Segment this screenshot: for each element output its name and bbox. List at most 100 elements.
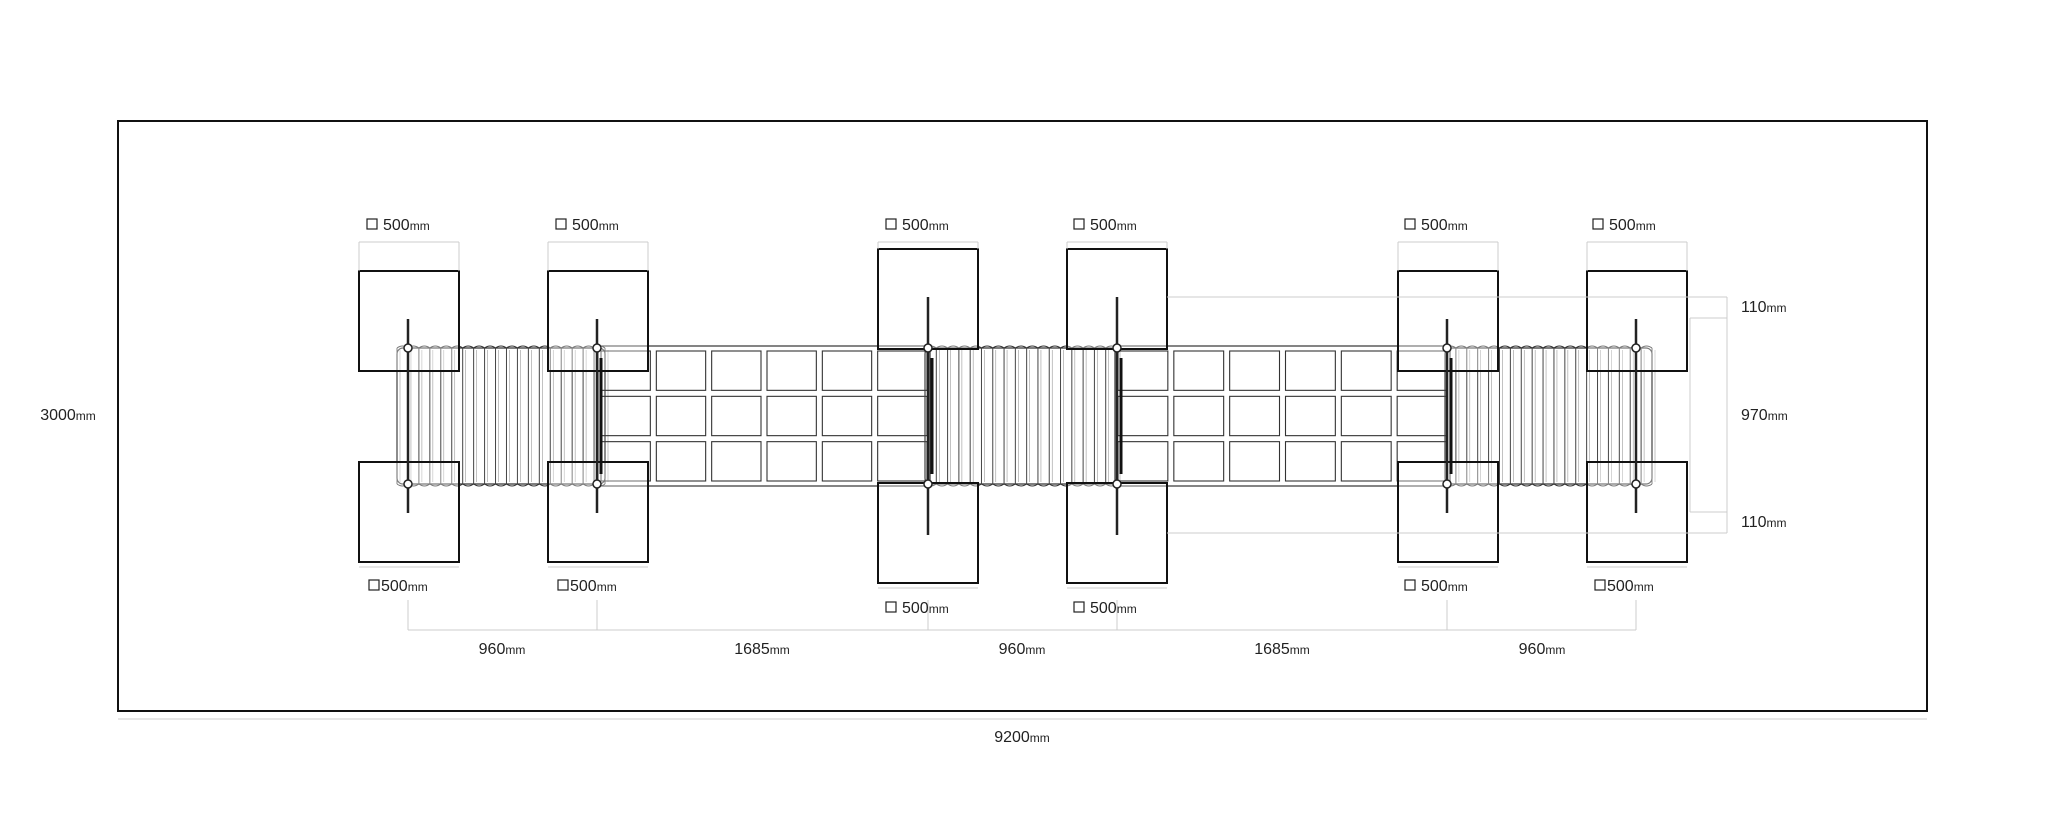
- bench-grid-2-tile: [1229, 350, 1281, 391]
- bench-ribbed-2-scallop-bottom: [936, 483, 948, 487]
- bench-grid-1-tile: [655, 350, 707, 391]
- bench-ribbed-3-scallop-bottom: [1640, 483, 1653, 487]
- post-label-bottom-1: 500mm: [368, 578, 428, 595]
- bench-ribbed-3-scallop-top: [1553, 345, 1566, 349]
- overall-width-label: 9200mm: [994, 729, 1050, 746]
- svg-text:500mm: 500mm: [381, 578, 428, 595]
- spacing-dimension-labels: 960mm 1685mm 960mm 1685mm 960mm: [479, 641, 1566, 658]
- bench-ribbed-3-scallop-top: [1640, 345, 1653, 349]
- bench-ribbed-2-outline: [924, 347, 1118, 485]
- bench-ribbed-3-scallop-bottom: [1466, 483, 1478, 487]
- bench-ribbed-1-scallop-bottom: [440, 483, 453, 487]
- dimension-lines: [358, 241, 1728, 631]
- bench-grid-1-tile: [600, 395, 651, 437]
- post-squares: [358, 248, 1688, 584]
- joint-bottom-4: [1112, 479, 1122, 489]
- svg-text:500mm: 500mm: [1607, 578, 1654, 595]
- bench-ribbed-3-scallop-top: [1466, 345, 1478, 349]
- spacing-label-5: 960mm: [1519, 641, 1566, 658]
- bench-grid-2-tile: [1229, 441, 1281, 482]
- bench-ribbed-3-scallop-top: [1619, 345, 1631, 349]
- post-label-bottom-2: 500mm: [557, 578, 617, 595]
- bench-ribbed-2-scallop-top: [1094, 345, 1106, 349]
- bench-ribbed-2-scallop-bottom: [1094, 483, 1106, 487]
- bench-grid-2-tile: [1173, 441, 1225, 482]
- bench-ribbed-3-scallop-bottom: [1499, 483, 1511, 487]
- bench-ribbed-1-scallop-top: [473, 345, 485, 349]
- joint-bottom-3: [923, 479, 933, 489]
- bench-grid-2-tile: [1117, 350, 1169, 391]
- bench-grid-1-tile: [655, 395, 707, 437]
- post-size-labels-bottom: 500mm 500mm 500mm 500mm 500mm 500mm: [368, 578, 1654, 617]
- bench-ribbed-2-scallop-bottom: [969, 483, 982, 487]
- bench-grid-2-tile: [1340, 350, 1392, 391]
- post-label-top-1: 500mm: [366, 217, 430, 234]
- joint-top-2: [592, 343, 602, 353]
- bench-ribbed-3-scallop-top: [1477, 345, 1489, 349]
- overall-depth-label: 3000mm: [40, 407, 96, 424]
- bench-ribbed-1-scallop-bottom: [560, 483, 573, 487]
- spacing-label-2: 1685mm: [734, 641, 790, 658]
- bench-ribbed-2-scallop-top: [1003, 345, 1016, 349]
- spacing-label-3: 960mm: [999, 641, 1046, 658]
- bench-ribbed-1-scallop-bottom: [571, 483, 584, 487]
- joint-top-5: [1442, 343, 1452, 353]
- bench-ribbed-3-scallop-bottom: [1619, 483, 1631, 487]
- bench-grid-2-tile: [1117, 395, 1169, 437]
- bench-ribbed-3-scallop-top: [1608, 345, 1620, 349]
- spacing-label-1: 960mm: [479, 641, 526, 658]
- bench-grid-1-tile: [655, 441, 707, 482]
- svg-text:500mm: 500mm: [1421, 578, 1468, 595]
- post-label-top-3: 500mm: [885, 217, 949, 234]
- bench-grid-2-tile: [1284, 441, 1336, 482]
- post-label-top-6: 500mm: [1592, 217, 1656, 234]
- bench-ribbed-3-scallop-top: [1499, 345, 1511, 349]
- bench-ribbed-2-scallop-top: [992, 345, 1005, 349]
- bench-grid-1-tile: [766, 395, 817, 437]
- post-label-bottom-6: 500mm: [1594, 578, 1654, 595]
- bench-ribbed-1-scallop-top: [539, 345, 551, 349]
- bench-ribbed-2-scallop-top: [1015, 345, 1027, 349]
- bench-ribbed-1-scallop-top: [517, 345, 529, 349]
- bench-ribbed-1-scallop-top: [495, 345, 507, 349]
- bench-ribbed-2-scallop-top: [1026, 345, 1039, 349]
- bench-grid-1: [597, 345, 931, 487]
- svg-text:500mm: 500mm: [902, 600, 949, 617]
- svg-text:500mm: 500mm: [902, 217, 949, 234]
- bench-grid-1-tile: [766, 350, 817, 391]
- bench-ribbed-2: [924, 345, 1121, 487]
- right-label-top: 110mm: [1741, 299, 1787, 316]
- bench-ribbed-1-scallop-bottom: [429, 483, 442, 487]
- bench-ribbed-3-scallop-bottom: [1597, 483, 1609, 487]
- svg-text:500mm: 500mm: [1609, 217, 1656, 234]
- bench-ribbed-3-scallop-bottom: [1564, 483, 1577, 487]
- bench-ribbed-1-scallop-top: [440, 345, 453, 349]
- bench-ribbed-2-scallop-top: [1071, 345, 1084, 349]
- svg-text:500mm: 500mm: [1090, 600, 1137, 617]
- bench-ribbed-3-scallop-bottom: [1520, 483, 1533, 487]
- bench-ribbed-1-scallop-bottom: [451, 483, 463, 487]
- spacing-label-4: 1685mm: [1254, 641, 1310, 658]
- bench-ribbed-3-scallop-bottom: [1553, 483, 1566, 487]
- svg-text:500mm: 500mm: [1421, 217, 1468, 234]
- outer-frame: [117, 120, 1928, 712]
- bench-ribbed-1-scallop-top: [571, 345, 584, 349]
- bench-ribbed-1-scallop-top: [484, 345, 496, 349]
- bench-grid-2-tile: [1229, 395, 1281, 437]
- bench-ribbed-1-scallop-bottom: [549, 483, 562, 487]
- bench-grid-1-tile: [877, 350, 928, 391]
- bench-grid-1-tile: [877, 441, 928, 482]
- bench-ribbed-1-scallop-top: [549, 345, 562, 349]
- right-label-bottom: 110mm: [1741, 514, 1787, 531]
- bench-ribbed-2-scallop-bottom: [1071, 483, 1084, 487]
- bench-ribbed-2-scallop-bottom: [1082, 483, 1095, 487]
- joint-bottom-6: [1631, 479, 1641, 489]
- bench-ribbed-3-scallop-bottom: [1477, 483, 1489, 487]
- post-label-top-2: 500mm: [555, 217, 619, 234]
- bench-ribbed-1-scallop-bottom: [506, 483, 518, 487]
- bench-ribbed-3-scallop-bottom: [1510, 483, 1522, 487]
- bench-grid-2-tile: [1117, 441, 1169, 482]
- bench-ribbed-3-scallop-bottom: [1608, 483, 1620, 487]
- bench-grid-2-tile: [1284, 395, 1336, 437]
